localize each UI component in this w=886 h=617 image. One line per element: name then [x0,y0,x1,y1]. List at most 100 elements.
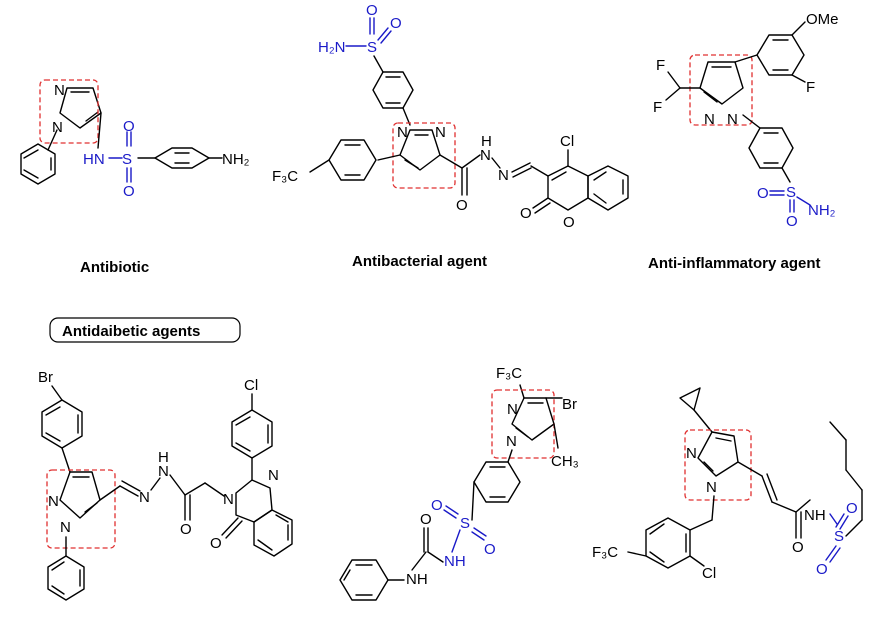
benzene-ring [645,517,691,569]
atom-label: H₂N [318,39,346,56]
atom-label: F₃C [496,365,522,382]
atom-label: N [480,147,491,164]
phenyl-ring [339,559,389,601]
pyrazole-highlight-box [684,429,752,501]
atom-label: N [507,401,518,418]
atom-label: N [435,124,446,141]
atom-label: O [123,118,135,135]
pyrazole-ring [511,397,555,441]
atom-label: Cl [702,565,716,582]
atom-label: NH₂ [222,151,250,168]
atom-label: N [686,445,697,462]
atom-label: Cl [560,133,574,150]
molecule-antidiabetic-2: F₃C N N Br CH₃ S O O NH O NH [339,365,579,601]
atom-label: O [520,205,532,222]
benzene-ring [154,147,210,169]
atom-label: S [122,151,132,168]
caption-antibiotic: Antibiotic [80,259,149,276]
benzene-ring [231,409,273,459]
benzene-ring [748,127,794,169]
atom-label: N [223,491,234,508]
benzene-ring [253,509,293,557]
atom-label: Cl [244,377,258,394]
pyrazole-ring [399,129,441,171]
atom-label: O [420,511,432,528]
atom-label: N [506,433,517,450]
atom-label: F₃C [272,168,298,185]
pyrazole-ring [697,431,739,477]
atom-label: N [139,489,150,506]
atom-label: O [180,521,192,538]
atom-label: O [792,539,804,556]
atom-label: O [390,15,402,32]
atom-label: O [846,500,858,517]
atom-label: N [48,493,59,510]
pyrazole-ring [699,61,744,105]
atom-label: CH₃ [551,453,579,470]
phenyl-ring [20,143,56,185]
atom-label: O [456,197,468,214]
atom-label: H [158,449,169,466]
caption-antidiabetic: Antidaibetic agents [62,323,200,340]
atom-label: Br [562,396,577,413]
molecule-antiinflammatory: N N F F OMe F S O O NH₂ Anti-inflammator… [648,11,839,272]
benzene-ring [756,34,805,76]
atom-label: N [52,119,63,136]
atom-label: Br [38,369,53,386]
atom-label: O [431,497,443,514]
pyrazole-highlight-box [392,122,456,189]
caption-antiinflammatory: Anti-inflammatory agent [648,255,821,272]
atom-label: N [158,463,169,480]
atom-label: NH [406,571,428,588]
molecule-antidiabetic-1: Br N N N N H O N N O Cl [38,369,293,601]
atom-label: N [54,82,65,99]
phenyl-ring [47,555,85,601]
atom-label: OMe [806,11,839,28]
molecule-antidiabetic-3: N N O NH S O O Cl F₃C [592,387,863,582]
atom-label: O [786,213,798,230]
atom-label: N [498,167,509,184]
atom-label: N [60,519,71,536]
atom-label: N [704,111,715,128]
atom-label: NH [804,507,826,524]
caption-antibacterial: Antibacterial agent [352,253,487,270]
atom-label: S [786,184,796,201]
atom-label: NH [444,553,466,570]
molecule-antibiotic: N N HN S O O NH₂ Antibiotic [20,79,250,276]
atom-label: O [484,541,496,558]
molecule-antibacterial: H₂N S O O N N F₃C O N H N Cl O O Antibac… [272,2,629,270]
atom-label: N [706,479,717,496]
antidiabetic-label-box [49,317,241,343]
atom-label: S [367,39,377,56]
atom-label: F [653,99,662,116]
atom-label: N [397,124,408,141]
pyrazole-ring [59,87,102,129]
atom-label: S [834,528,844,545]
atom-label: O [366,2,378,19]
atom-label: NH₂ [808,202,836,219]
atom-label: N [268,467,279,484]
atom-label: O [210,535,222,552]
atom-label: H [481,133,492,150]
benzene-ring [328,139,377,181]
atom-label: S [460,515,470,532]
benzene-ring [473,461,521,503]
atom-label: HN [83,151,105,168]
cyclopropyl-ring [679,387,701,411]
pyrazole-ring [59,471,101,519]
atom-label: F [656,57,665,74]
coumarin-benzene-ring [587,165,629,211]
atom-label: O [123,183,135,200]
atom-label: F₃C [592,544,618,561]
pyrazole-highlight-box [46,469,116,549]
atom-label: N [727,111,738,128]
quinazolinone-ring [235,479,273,523]
atom-label: O [757,185,769,202]
benzene-ring [41,399,83,449]
coumarin-pyranone-ring [547,165,589,211]
pyrazole-highlight-box [689,54,753,126]
atom-label: O [563,214,575,231]
pyrazole-highlight-box [39,79,99,144]
atom-label: F [806,79,815,96]
